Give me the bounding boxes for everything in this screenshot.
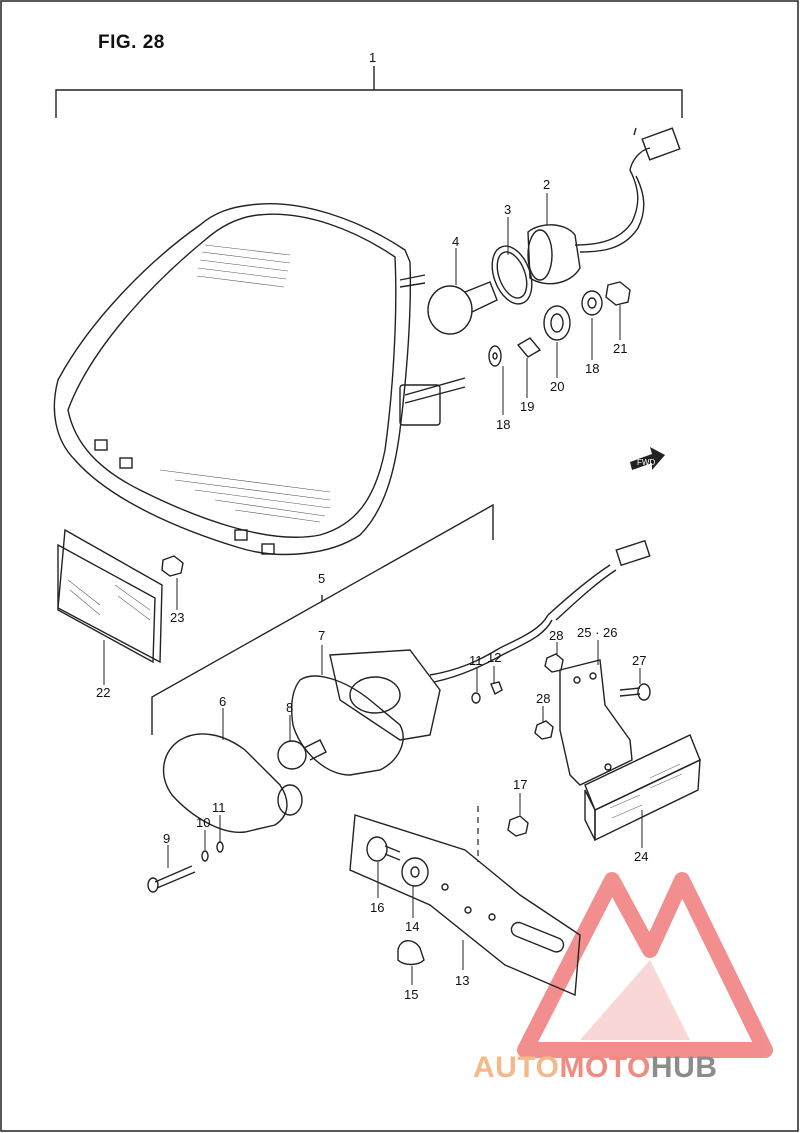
callout-10: 10 [196, 815, 210, 830]
callout-23: 23 [170, 610, 184, 625]
callout-18-left: 18 [496, 417, 510, 432]
nut-17 [507, 815, 529, 837]
grommet-washer-nut-set [488, 281, 631, 367]
bulb-socket-2 [527, 127, 681, 285]
callout-5: 5 [318, 571, 325, 586]
callout-15: 15 [404, 987, 418, 1002]
reflector-24 [584, 734, 701, 842]
callout-18-right: 18 [585, 361, 599, 376]
bulb-8 [277, 739, 327, 770]
tail-lamp-housing [53, 203, 466, 556]
callout-28-lower: 28 [536, 691, 550, 706]
screw-washer-set [147, 681, 503, 893]
watermark-logo [517, 872, 773, 1058]
callout-11-lower: 11 [212, 800, 226, 815]
watermark-part2: MOTO [559, 1051, 651, 1084]
callout-24: 24 [634, 849, 648, 864]
fwd-label: FWD [637, 458, 655, 467]
figure-title: FIG. 28 [98, 32, 165, 53]
callout-numbers: 1 2 3 4 5 6 7 8 9 10 11 11 12 13 14 15 1… [96, 50, 648, 1002]
watermark-text: AUTOMOTOHUB [473, 1051, 717, 1085]
callout-4: 4 [452, 234, 459, 249]
callout-2: 2 [543, 177, 550, 192]
callout-25-26: 25 · 26 [577, 625, 617, 640]
callout-28-upper: 28 [549, 628, 563, 643]
nut-23 [161, 555, 184, 577]
watermark-part3: HUB [650, 1051, 718, 1084]
callout-16: 16 [370, 900, 384, 915]
callout-6: 6 [219, 694, 226, 709]
callout-3: 3 [504, 202, 511, 217]
callout-17: 17 [513, 777, 527, 792]
watermark-part1: AUTO [473, 1051, 560, 1084]
fwd-direction-arrow: FWD [630, 447, 665, 470]
assembly-bracket-5 [151, 503, 494, 735]
license-lamp-lens-6 [162, 733, 303, 833]
nut-28-lower [534, 720, 554, 740]
callout-leaders [103, 193, 643, 985]
bolt-washer-set-14-16 [366, 836, 429, 966]
mounting-bracket-25-26 [559, 659, 633, 786]
callout-22: 22 [96, 685, 110, 700]
callout-27: 27 [632, 653, 646, 668]
lamp-housing-7 [291, 614, 553, 776]
reflector-22 [57, 528, 163, 664]
gasket-3 [491, 245, 533, 305]
callout-13: 13 [455, 973, 469, 988]
callout-1: 1 [369, 50, 376, 65]
callout-8: 8 [286, 700, 293, 715]
callout-20: 20 [550, 379, 564, 394]
license-plate-bracket-13 [349, 814, 581, 997]
callout-14: 14 [405, 919, 419, 934]
bolt-27 [619, 683, 651, 701]
callout-9: 9 [163, 831, 170, 846]
bulb-4 [427, 281, 498, 335]
callout-12: 12 [487, 650, 501, 665]
assembly-bracket-1 [55, 66, 683, 118]
callout-19: 19 [520, 399, 534, 414]
license-lamp-wire [547, 539, 651, 621]
callout-7: 7 [318, 628, 325, 643]
nut-28-upper [544, 653, 564, 673]
callout-21: 21 [613, 341, 627, 356]
callout-11-upper: 11 [469, 653, 483, 668]
